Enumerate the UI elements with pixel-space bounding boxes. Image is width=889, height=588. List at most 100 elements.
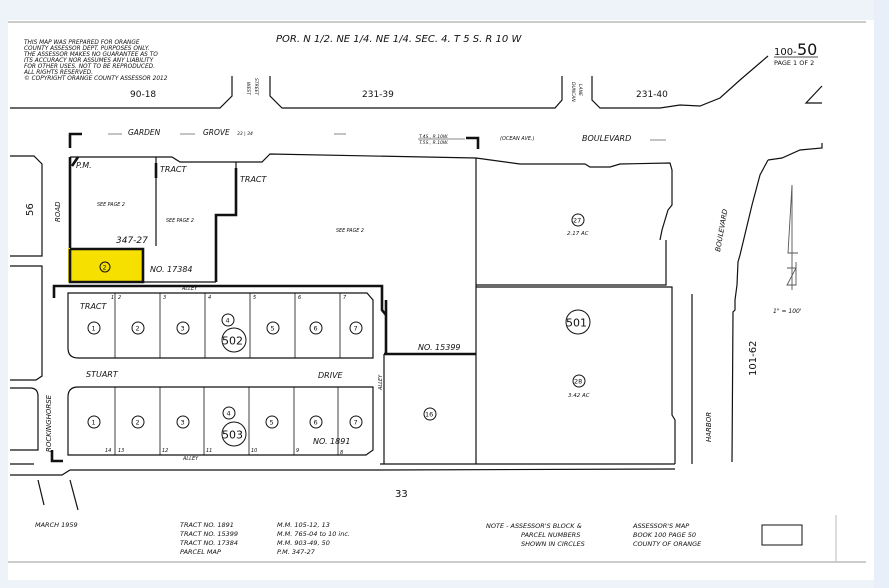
- svg-text:7: 7: [354, 419, 358, 427]
- street-label-road: ROAD: [54, 201, 62, 222]
- svg-text:BOOK 100 PAGE 50: BOOK 100 PAGE 50: [633, 531, 696, 539]
- street-label-stuart: STUART: [86, 370, 119, 379]
- svg-text:SEE PAGE 2: SEE PAGE 2: [336, 228, 364, 234]
- svg-text:LANE: LANE: [577, 84, 583, 96]
- svg-text:4: 4: [227, 410, 231, 418]
- svg-text:THE ASSESSOR MAKES NO GUARANTE: THE ASSESSOR MAKES NO GUARANTEE AS TO: [24, 52, 158, 58]
- street-label-duncan: DUNCAN: [570, 82, 576, 102]
- scale-label: 1" = 100': [773, 308, 802, 315]
- alley-label-vertical: ALLEY: [378, 374, 384, 391]
- svg-text:FOR OTHER USES. NOT TO BE REP: FOR OTHER USES. NOT TO BE REPRODUCED.: [24, 64, 155, 70]
- north-arrow-icon: [786, 184, 798, 290]
- svg-text:2: 2: [136, 325, 140, 333]
- svg-text:M.M. 105-12, 13: M.M. 105-12, 13: [277, 521, 330, 529]
- street-label-grove: GROVE: [203, 128, 230, 137]
- svg-text:M.M. 765-04 to 10 inc.: M.M. 765-04 to 10 inc.: [277, 530, 350, 538]
- block-502: 502: [222, 335, 243, 348]
- label-pm-number: 347-27: [116, 236, 148, 246]
- svg-text:7: 7: [343, 295, 347, 301]
- map-number: 100- 50 PAGE 1 OF 2: [774, 40, 818, 67]
- svg-text:2: 2: [118, 295, 121, 301]
- adjacent-map-101-62[interactable]: 101-62: [748, 341, 759, 376]
- svg-text:8: 8: [340, 450, 343, 456]
- svg-text:5: 5: [270, 419, 274, 427]
- parcel-row-502: 1 2 3 4 502 5 6 7: [87, 313, 363, 353]
- label-tract-c: TRACT: [80, 302, 108, 311]
- svg-text:THIS MAP WAS PREPARED FOR ORAN: THIS MAP WAS PREPARED FOR ORANGE: [24, 40, 140, 46]
- svg-text:100-: 100-: [774, 47, 797, 58]
- svg-text:PARCEL MAP: PARCEL MAP: [180, 548, 221, 556]
- street-label-harbor: HARBOR: [705, 412, 713, 442]
- assessor-book-reference: ASSESSOR'S MAP BOOK 100 PAGE 50 COUNTY O…: [632, 522, 702, 548]
- map-title: POR. N 1/2. NE 1/4. NE 1/4. SEC. 4. T 5 …: [276, 34, 522, 45]
- svg-text:5: 5: [253, 295, 256, 301]
- highlighted-parcel-number: 2: [103, 264, 107, 272]
- parcel-row-503: 1 2 3 4 503 5 6 7: [87, 406, 363, 447]
- block-503: 503: [222, 429, 243, 442]
- svg-text:11: 11: [206, 448, 212, 454]
- svg-text:PAGE 1 OF 2: PAGE 1 OF 2: [774, 59, 814, 67]
- map-sheet: [8, 20, 874, 580]
- svg-text:PARCEL NUMBERS: PARCEL NUMBERS: [521, 531, 580, 539]
- svg-text:4: 4: [226, 317, 230, 325]
- svg-text:STREET: STREET: [253, 78, 259, 96]
- adjacent-map-33[interactable]: 33: [395, 489, 408, 500]
- svg-text:P.M. 347-27: P.M. 347-27: [277, 548, 316, 556]
- svg-text:9: 9: [296, 448, 299, 454]
- svg-text:TRACT NO. 1891: TRACT NO. 1891: [180, 521, 234, 529]
- svg-text:3: 3: [163, 295, 166, 301]
- parcel-27-number: 27: [573, 217, 581, 225]
- svg-text:ASSESSOR'S MAP: ASSESSOR'S MAP: [632, 522, 689, 530]
- adjacent-map-90-18[interactable]: 90-18: [130, 90, 156, 100]
- svg-text:3: 3: [181, 325, 185, 333]
- label-no-15399: NO. 15399: [418, 343, 461, 352]
- label-pm: P.M.: [76, 161, 92, 170]
- svg-text:1: 1: [92, 419, 96, 427]
- svg-text:T.5S., R.10W.: T.5S., R.10W.: [419, 140, 448, 146]
- street-label-rockinghorse: ROCKINGHORSE: [45, 394, 53, 452]
- svg-text:ITS ACCURACY NOR ASSUMES ANY L: ITS ACCURACY NOR ASSUMES ANY LIABILITY: [24, 58, 154, 64]
- svg-text:TRACT NO. 15399: TRACT NO. 15399: [180, 530, 238, 538]
- svg-text:7: 7: [354, 325, 358, 333]
- tract-references: TRACT NO. 1891 M.M. 105-12, 13 TRACT NO.…: [180, 521, 350, 556]
- block-501: 501: [566, 317, 587, 330]
- svg-text:1: 1: [111, 295, 114, 301]
- svg-text:6: 6: [314, 325, 318, 333]
- svg-text:14: 14: [105, 448, 111, 454]
- svg-text:SEE PAGE 2: SEE PAGE 2: [166, 218, 194, 224]
- svg-text:33 | 34: 33 | 34: [237, 131, 253, 137]
- svg-text:© COPYRIGHT ORANGE COUNTY ASSE: © COPYRIGHT ORANGE COUNTY ASSESSOR 2012: [24, 75, 168, 82]
- alley-label-top: ALLEY: [181, 286, 198, 292]
- svg-text:M.M. 903-49, 50: M.M. 903-49, 50: [277, 539, 330, 547]
- parcel-16-number: 16: [425, 411, 433, 419]
- svg-text:NOTE - ASSESSOR'S BLOCK &: NOTE - ASSESSOR'S BLOCK &: [486, 522, 582, 530]
- svg-text:ALL RIGHTS RESERVED.: ALL RIGHTS RESERVED.: [23, 70, 93, 76]
- label-tract-b: TRACT: [240, 175, 268, 184]
- parcel-28-number: 28: [574, 378, 582, 386]
- svg-text:1: 1: [92, 325, 96, 333]
- svg-text:2: 2: [136, 419, 140, 427]
- parcel-28-area: 3.42 AC: [568, 393, 590, 399]
- adjacent-map-56[interactable]: 56: [25, 203, 36, 216]
- street-label-west: WEST: [245, 82, 251, 96]
- svg-text:3: 3: [181, 419, 185, 427]
- label-no-1891: NO. 1891: [313, 437, 350, 446]
- svg-text:COUNTY ASSESSOR DEPT. PURPOSES: COUNTY ASSESSOR DEPT. PURPOSES ONLY.: [24, 46, 150, 52]
- label-no-17384: NO. 17384: [150, 265, 193, 274]
- parcel-27-area: 2.17 AC: [567, 231, 589, 237]
- svg-text:13: 13: [118, 448, 124, 454]
- svg-text:T.4S., R.10W.: T.4S., R.10W.: [419, 134, 448, 140]
- street-label-garden: GARDEN: [128, 128, 161, 137]
- adjacent-map-231-40[interactable]: 231-40: [636, 90, 668, 100]
- svg-text:4: 4: [208, 295, 211, 301]
- adjacent-map-231-39[interactable]: 231-39: [362, 90, 394, 100]
- map-date: MARCH 1959: [35, 521, 78, 529]
- svg-text:(OCEAN AVE.): (OCEAN AVE.): [500, 136, 535, 142]
- street-label-boulevard: BOULEVARD: [582, 134, 631, 143]
- svg-text:COUNTY OF ORANGE: COUNTY OF ORANGE: [633, 540, 702, 548]
- svg-text:10: 10: [251, 448, 257, 454]
- svg-text:6: 6: [298, 295, 301, 301]
- svg-text:5: 5: [271, 325, 275, 333]
- svg-text:SEE PAGE 2: SEE PAGE 2: [97, 202, 125, 208]
